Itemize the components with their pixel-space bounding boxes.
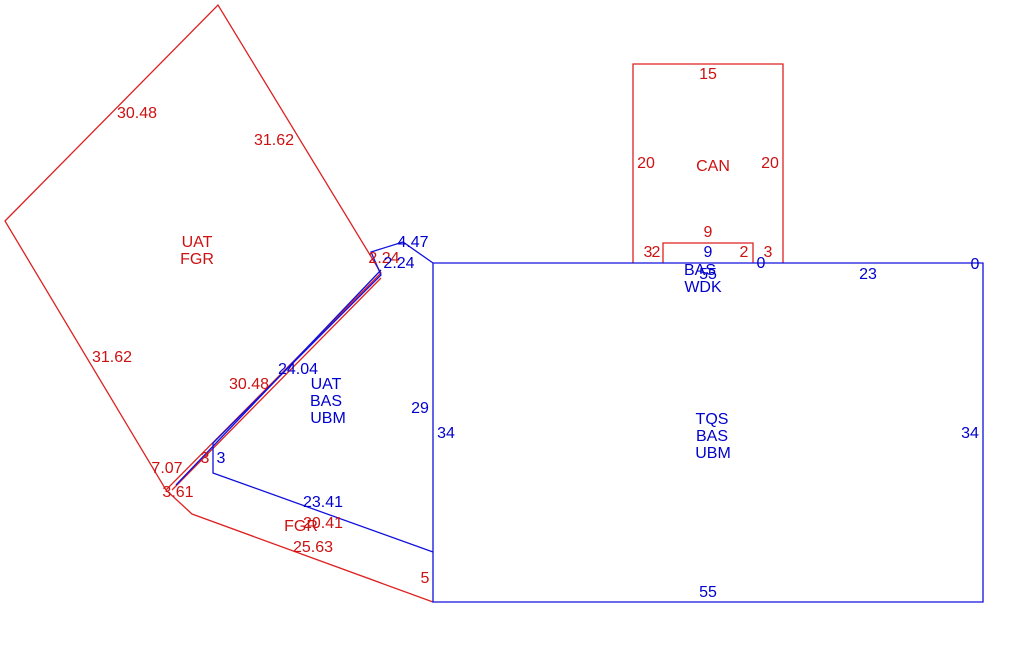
tqs-bas-ubm-label-line3: UBM	[695, 445, 731, 462]
uat-bas-ubm-outline	[212, 241, 434, 553]
fgr-lower-area-outline	[165, 489, 434, 603]
dim-fgr-lower-right: 30.48	[229, 376, 269, 393]
tqs-bas-ubm-label-line1: TQS	[696, 411, 729, 428]
dim-notch-side: 2.24	[383, 255, 414, 272]
dim-can-step-left: 2	[652, 244, 661, 261]
dim-wdk-inner: 9	[704, 244, 713, 261]
dim-top-right-zero: 0	[971, 256, 980, 273]
fgr-parallel-edge	[171, 277, 382, 491]
can-step-outline	[662, 242, 754, 263]
dim-ubm-bottom: 23.41	[303, 494, 343, 511]
can-area-label: CAN	[696, 158, 730, 175]
dim-left-wall-outer: 29	[411, 400, 429, 417]
dim-can-bottom-right: 3	[764, 244, 773, 261]
dim-lower-outer: 25.63	[293, 539, 333, 556]
uat-bas-ubm-label-line1: UAT	[311, 376, 342, 393]
dim-ubm-short: 3	[217, 450, 226, 467]
bas-wdk-label-line1: BAS	[684, 262, 716, 279]
ubm-inner-edge	[175, 269, 382, 486]
dim-top-run: 23	[859, 266, 877, 283]
dim-fgr-lower-left: 31.62	[92, 349, 132, 366]
uat-fgr-label-line1: UAT	[182, 234, 213, 251]
dim-wdk-bottom: 55	[699, 266, 717, 283]
dim-can-right: 20	[761, 155, 779, 172]
dim-bottom: 55	[699, 584, 717, 601]
blue-outlines	[175, 241, 984, 603]
fgr-lower-label: FGR	[284, 518, 318, 535]
blue-labels: BAS WDK UAT BAS UBM TQS BAS UBM 4.47 2.2…	[217, 234, 980, 601]
dim-left-wall: 34	[437, 425, 455, 442]
dim-can-top: 15	[699, 66, 717, 83]
dim-can-left: 20	[637, 155, 655, 172]
dim-fgr-wall: 3	[201, 450, 210, 467]
dim-notch-upper: 2.24	[368, 250, 399, 267]
red-labels: CAN UAT FGR FGR 15 20 20 9 3 2 2 3 30.48…	[92, 66, 779, 587]
dim-can-bottom-left: 3	[644, 244, 653, 261]
uat-fgr-label-line2: FGR	[180, 251, 214, 268]
dim-fgr-corner: 7.07	[151, 460, 182, 477]
dim-ubm-diagonal: 24.04	[278, 361, 318, 378]
uat-bas-ubm-label-line2: BAS	[310, 393, 342, 410]
bas-wdk-label-line2: WDK	[684, 279, 722, 296]
dim-notch-top: 4.47	[397, 234, 428, 251]
dim-can-inner-top: 9	[704, 224, 713, 241]
dim-fgr-corner-short: 3.61	[162, 484, 193, 501]
tqs-bas-ubm-label-line2: BAS	[696, 428, 728, 445]
dim-lower-inner: 20.41	[303, 515, 343, 532]
red-outlines	[4, 3, 784, 603]
dim-fgr-upper-right: 31.62	[254, 132, 294, 149]
fgr-upper-area-outline	[4, 3, 382, 492]
dim-wdk-zero: 0	[757, 255, 766, 272]
can-area-outline	[632, 63, 784, 263]
dim-right-wall: 34	[961, 425, 979, 442]
dim-can-step-right: 2	[740, 244, 749, 261]
dim-fgr-upper-left: 30.48	[117, 105, 157, 122]
tqs-main-area-outline	[432, 262, 984, 603]
dim-lower-end: 5	[421, 570, 430, 587]
uat-bas-ubm-label-line3: UBM	[310, 410, 346, 427]
